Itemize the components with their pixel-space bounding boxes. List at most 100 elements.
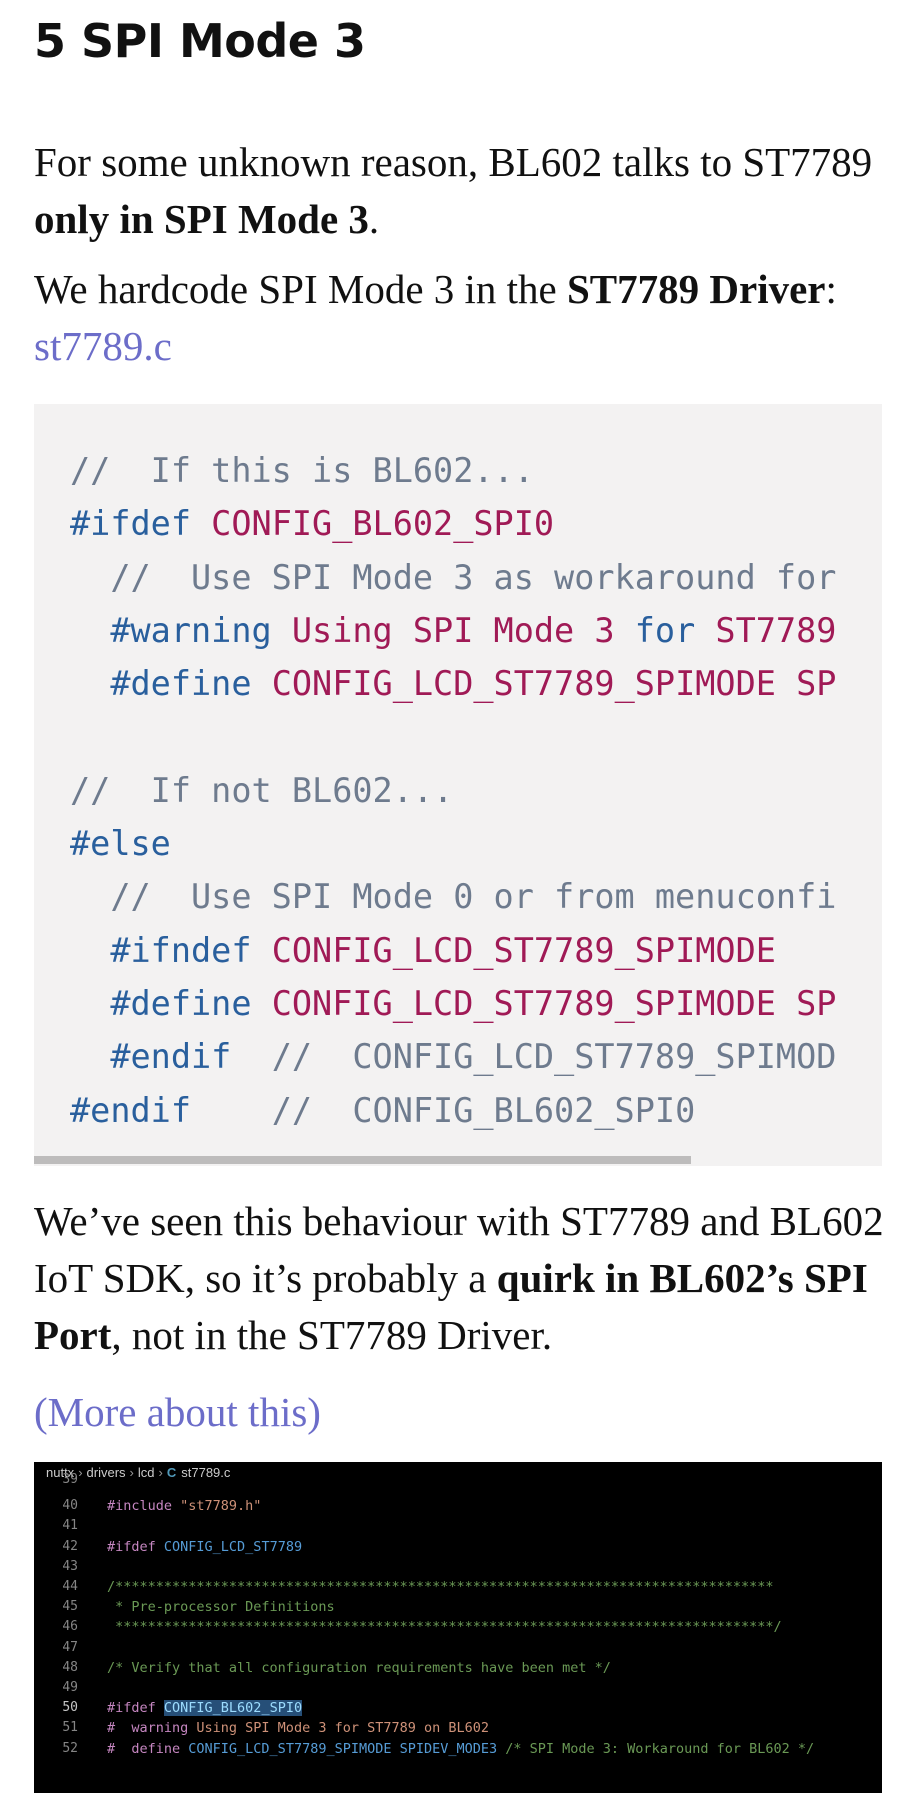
line-number: 43 <box>62 1558 78 1574</box>
code-line: #define CONFIG_LCD_ST7789_SPIMODE SP <box>70 977 836 1030</box>
editor-code-token: # warning <box>107 1720 197 1737</box>
code-line: // If not BL602... <box>70 764 836 817</box>
editor-code-token: CONFIG_LCD_ST7789_SPIMODE SPIDEV_MODE3 <box>188 1740 506 1757</box>
line-number: 40 <box>62 1498 78 1514</box>
code-line: // Use SPI Mode 3 as workaround for <box>70 551 836 604</box>
editor-code-token: CONFIG_BL602_SPI0 <box>163 1700 303 1717</box>
c-file-icon: C <box>166 1465 177 1480</box>
code-token: ST7789 <box>695 610 837 650</box>
line-number: 48 <box>62 1659 78 1675</box>
chevron-right-icon: › <box>129 1465 134 1480</box>
paragraph-intro-bold: only in SPI Mode 3 <box>34 196 369 242</box>
line-number: 42 <box>62 1538 78 1554</box>
code-token: // CONFIG_LCD_ST7789_SPIMOD <box>231 1037 837 1077</box>
paragraph-quirk-bold: quirk in BL602’s SPI Port <box>34 1255 868 1358</box>
line-number: 47 <box>62 1639 78 1655</box>
line-number: 49 <box>62 1680 78 1695</box>
code-token: // Use SPI Mode 0 or from menuconfi <box>70 877 837 917</box>
section-heading: 5 SPI Mode 3 <box>34 14 366 68</box>
code-token: #define <box>70 983 252 1023</box>
line-number: 46 <box>62 1619 78 1635</box>
editor-code-token: #ifdef <box>107 1538 164 1555</box>
breadcrumb-nuttx: nuttx <box>46 1465 75 1480</box>
code-token: #warning <box>70 610 272 650</box>
editor-code-line: # define CONFIG_LCD_ST7789_SPIMODE SPIDE… <box>107 1741 814 1757</box>
breadcrumb-lcd: lcd <box>137 1465 155 1480</box>
code-token: CONFIG_LCD_ST7789_SPIMODE SP <box>251 983 837 1023</box>
code-line: #endif // CONFIG_LCD_ST7789_SPIMOD <box>70 1030 836 1083</box>
code-line: #else <box>70 817 836 870</box>
editor-code-line: ****************************************… <box>107 1619 782 1636</box>
code-line: #define CONFIG_LCD_ST7789_SPIMODE SP <box>70 657 836 710</box>
editor-code-token: "st7789.h" <box>180 1498 262 1515</box>
line-number: 52 <box>62 1740 78 1756</box>
editor-code-token: /* Verify that all configuration require… <box>107 1659 611 1676</box>
line-number: 44 <box>62 1579 78 1594</box>
code-token: #else <box>70 824 171 864</box>
line-number: 50 <box>62 1700 78 1716</box>
code-line: #endif // CONFIG_BL602_SPI0 <box>70 1084 836 1137</box>
code-token: // Use SPI Mode 3 as workaround for <box>70 557 837 597</box>
line-number: 41 <box>62 1518 78 1534</box>
paragraph-quirk-end: , not in the ST7789 Driver. <box>111 1312 553 1358</box>
code-line: #ifndef CONFIG_LCD_ST7789_SPIMODE <box>70 924 836 977</box>
breadcrumb-file: st7789.c <box>181 1465 231 1480</box>
paragraph-hardcode-colon: : <box>825 266 837 312</box>
editor-code-token: # define <box>107 1740 189 1757</box>
more-about-this-link[interactable]: (More about this) <box>34 1389 321 1435</box>
chevron-right-icon: › <box>78 1465 83 1480</box>
editor-code-token: /***************************************… <box>107 1579 774 1595</box>
line-number: 45 <box>62 1599 78 1615</box>
editor-code-line: #ifdef CONFIG_BL602_SPI0 <box>107 1700 303 1717</box>
code-token: #ifdef <box>70 504 192 544</box>
editor-code-line: #ifdef CONFIG_LCD_ST7789 <box>107 1539 302 1555</box>
paragraph-hardcode-text: We hardcode SPI Mode 3 in the <box>34 266 567 312</box>
editor-code-line: #include "st7789.h" <box>107 1498 261 1514</box>
more-paragraph: (More about this) <box>34 1384 884 1441</box>
code-token: CONFIG_BL602_SPI0 <box>191 504 555 544</box>
code-scrollbar[interactable] <box>34 1154 882 1166</box>
code-line: // Use SPI Mode 0 or from menuconfi <box>70 870 836 923</box>
code-listing: // If this is BL602... #ifdef CONFIG_BL60… <box>70 444 836 1137</box>
code-token: Using SPI Mode 3 <box>271 610 635 650</box>
st7789-source-link[interactable]: st7789.c <box>34 323 172 369</box>
code-block[interactable]: // If this is BL602... #ifdef CONFIG_BL60… <box>34 404 882 1166</box>
paragraph-hardcode: We hardcode SPI Mode 3 in the ST7789 Dri… <box>34 261 884 375</box>
editor-code-line: /***************************************… <box>107 1579 773 1595</box>
code-token: CONFIG_LCD_ST7789_SPIMODE SP <box>251 664 837 704</box>
editor-code-token: * Pre-processor Definitions <box>107 1599 335 1616</box>
editor-code-token: CONFIG_LCD_ST7789 <box>163 1538 303 1555</box>
code-token: #define <box>70 664 252 704</box>
paragraph-intro-text: For some unknown reason, BL602 talks to … <box>34 139 873 185</box>
code-token: // CONFIG_BL602_SPI0 <box>191 1090 696 1130</box>
chevron-right-icon: › <box>158 1465 163 1480</box>
code-token: CONFIG_LCD_ST7789_SPIMODE <box>251 930 776 970</box>
code-scrollbar-thumb[interactable] <box>34 1156 691 1164</box>
code-token: for <box>634 610 696 650</box>
editor-code-line: * Pre-processor Definitions <box>107 1599 335 1616</box>
line-number: 51 <box>62 1720 78 1736</box>
code-token: #endif <box>70 1037 232 1077</box>
code-token: #endif <box>70 1090 192 1130</box>
code-token: // If this is BL602... <box>70 451 534 490</box>
code-line: #ifdef CONFIG_BL602_SPI0 <box>70 497 836 550</box>
paragraph-quirk: We’ve seen this behaviour with ST7789 an… <box>34 1193 884 1364</box>
editor-code-token: ****************************************… <box>107 1619 782 1636</box>
line-number: 39 <box>62 1472 78 1487</box>
editor-code-token: #ifdef <box>107 1700 164 1717</box>
paragraph-intro: For some unknown reason, BL602 talks to … <box>34 134 884 248</box>
code-token: #ifndef <box>70 930 252 970</box>
paragraph-intro-end: . <box>368 196 380 242</box>
editor-code-token: #include <box>107 1498 181 1515</box>
editor-code-line: # warning Using SPI Mode 3 for ST7789 on… <box>107 1720 489 1736</box>
breadcrumb-drivers: drivers <box>86 1465 126 1480</box>
editor-code-token: Using SPI Mode 3 for ST7789 on BL602 <box>196 1720 490 1737</box>
paragraph-quirk-text: We’ve seen this behaviour with ST7789 an… <box>34 1198 884 1301</box>
editor-code-token: /* SPI Mode 3: Workaround for BL602 */ <box>505 1740 815 1757</box>
code-token: // If not BL602... <box>70 770 454 810</box>
code-line: #warning Using SPI Mode 3 for ST7789 <box>70 604 836 657</box>
code-line: // If this is BL602... <box>70 444 836 497</box>
